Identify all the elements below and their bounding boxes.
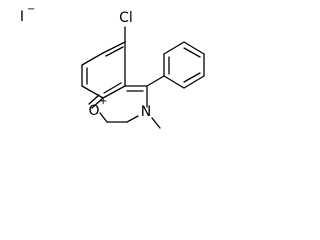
bond-ph5-ph6-inner: [183, 72, 201, 83]
bond-c1-c2-inner: [105, 46, 124, 57]
bond-c1-c2: [102, 41, 126, 54]
bond-c4-c5: [81, 85, 104, 99]
bond-c5-c6-inner: [103, 82, 122, 94]
bond-ph3-ph4-inner: [183, 47, 201, 58]
oxygen-label: O: [88, 103, 99, 119]
bond-ph5-ph6: [183, 75, 205, 89]
structural-formula-diagram: I − Cl O +: [20, 4, 205, 129]
bond-ph3-ph4: [183, 41, 205, 55]
bond-c5-o: [91, 97, 104, 109]
bond-c2-c3: [81, 52, 104, 66]
oxazepine-ring: [88, 85, 148, 123]
bond-n-methyl: [151, 117, 161, 129]
iodide-charge: −: [27, 4, 35, 15]
bond-ch2-n: [126, 115, 139, 123]
bond-c-phenyl: [146, 75, 165, 87]
bond-c5-c6: [102, 85, 126, 99]
chlorine-label: Cl: [119, 10, 133, 26]
bond-ph6-ph1: [163, 75, 185, 89]
chlorobenzene-ring: [81, 26, 126, 99]
bond-c5-o-double: [88, 94, 100, 105]
oxygen-charge: +: [99, 96, 107, 107]
bond-o-ch2: [99, 112, 108, 123]
nitrogen-label: N: [141, 104, 151, 120]
bond-ph2-ph3: [163, 41, 185, 55]
phenyl-ring: [146, 41, 205, 89]
iodide-symbol: I: [20, 9, 24, 25]
